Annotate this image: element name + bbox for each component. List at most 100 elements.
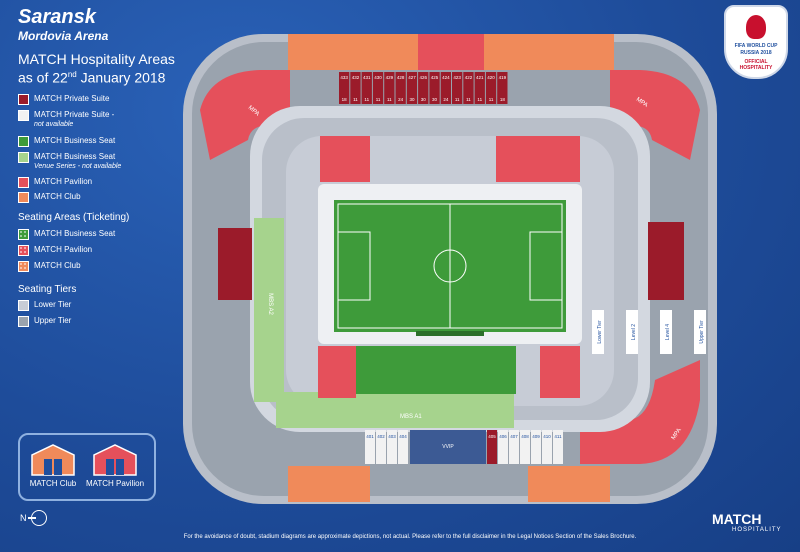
suites-west — [218, 228, 252, 300]
suite-number: 410 — [543, 434, 551, 439]
vvip-box — [410, 430, 486, 464]
vvip-label: VVIP — [442, 444, 454, 450]
level4-text: Level 4 — [665, 324, 671, 340]
pitch-lines — [337, 203, 563, 329]
suite-number: 402 — [377, 434, 385, 439]
suite-box[interactable]: 407 — [509, 430, 519, 464]
suite-box[interactable]: 404 — [398, 430, 408, 464]
club-bottom-right — [528, 466, 610, 502]
heading-sup: nd — [67, 70, 77, 79]
club-bottom-left — [288, 466, 370, 502]
team-benches — [416, 331, 484, 336]
suite-box[interactable]: 409 — [531, 430, 541, 464]
badge-line2: RUSSIA 2018 — [740, 50, 772, 56]
suite-number: 430 — [374, 75, 382, 80]
world-cup-badge: FIFA WORLD CUP RUSSIA 2018 OFFICIAL HOSP… — [724, 5, 788, 79]
suite-box[interactable]: 403 — [387, 430, 397, 464]
suite-number: 423 — [453, 75, 461, 80]
suite-number: 429 — [386, 75, 394, 80]
suite-number: 433 — [340, 75, 348, 80]
tiers-heading: Seating Tiers — [18, 284, 77, 295]
city-title: Saransk — [18, 6, 96, 28]
mbs-a1-area — [276, 392, 514, 428]
badge-line4: HOSPITALITY — [739, 65, 773, 71]
trophy-icon — [746, 15, 766, 39]
suite-box[interactable]: 424 24 — [440, 72, 451, 104]
disclaimer: For the avoidance of doubt, stadium diag… — [183, 534, 637, 540]
legend-ticket-pavilion: MATCH Pavilion — [18, 245, 92, 256]
suite-number: 406 — [499, 434, 507, 439]
suite-number: 405 — [488, 434, 496, 439]
tent-legend-box: MATCH Club MATCH Pavilion — [18, 433, 156, 501]
mbs-a2-label: MBS A2 — [267, 293, 273, 315]
suite-box[interactable]: 405 — [487, 430, 497, 464]
suite-capacity: 30 — [409, 97, 415, 102]
suite-box[interactable]: 408 — [520, 430, 530, 464]
mpa-top-left — [200, 70, 290, 160]
legend-club: MATCH Club — [18, 192, 81, 203]
club-tent-label: MATCH Club — [29, 479, 77, 488]
upper-tier-text: Upper Tier — [699, 320, 705, 344]
pavilion-top-center — [418, 34, 484, 70]
suite-capacity: 24 — [443, 97, 449, 102]
suite-box[interactable]: 427 30 — [406, 72, 418, 104]
top-suites-group: 4331843211431114301142911428244273042630… — [339, 72, 508, 104]
pavilion-nw — [320, 136, 370, 182]
suite-box[interactable]: 430 11 — [372, 72, 384, 104]
suite-capacity: 30 — [432, 97, 438, 102]
suite-capacity: 11 — [364, 97, 369, 102]
suite-capacity: 11 — [455, 97, 460, 102]
club-top-left — [288, 34, 418, 70]
match-logo-sub: HOSPITALITY — [732, 527, 782, 533]
suite-capacity: 11 — [376, 97, 381, 102]
suite-box[interactable]: 411 — [553, 430, 563, 464]
suites-east — [648, 222, 684, 300]
suite-capacity: 30 — [421, 97, 427, 102]
level2-pill — [626, 310, 638, 354]
pavilion-tent-label: MATCH Pavilion — [85, 479, 145, 488]
suite-box[interactable]: 423 11 — [452, 72, 463, 104]
legend-private-suite: MATCH Private Suite — [18, 94, 109, 105]
suite-number: 404 — [399, 434, 407, 439]
suite-box[interactable]: 410 — [542, 430, 552, 464]
ticketing-heading: Seating Areas (Ticketing) — [18, 212, 130, 223]
upper-tier-pill — [694, 310, 706, 354]
business-seat-south — [356, 346, 516, 394]
suite-number: 424 — [442, 75, 450, 80]
legend-business-seat: MATCH Business Seat — [18, 136, 115, 147]
heading-line2-rest: January 2018 — [76, 69, 166, 86]
suite-number: 427 — [408, 75, 416, 80]
legend-ticket-business: MATCH Business Seat — [18, 229, 115, 240]
suite-number: 421 — [476, 75, 484, 80]
heading-line1: MATCH Hospitality Areas — [18, 51, 175, 67]
pavilion-ne — [496, 136, 580, 182]
suite-box[interactable]: 402 — [376, 430, 386, 464]
level4-pill — [660, 310, 672, 354]
suite-number: 428 — [397, 75, 405, 80]
suite-box[interactable]: 401 — [365, 430, 375, 464]
compass-label: N — [20, 513, 27, 523]
match-logo: MATCH — [712, 511, 762, 527]
club-tent-icon — [31, 444, 75, 476]
suite-number: 408 — [521, 434, 529, 439]
suite-box[interactable]: 406 — [498, 430, 508, 464]
suite-number: 432 — [352, 75, 360, 80]
suite-number: 403 — [388, 434, 396, 439]
compass: N — [20, 510, 47, 526]
heading-line2: as of 22 — [18, 69, 68, 86]
legend-pavilion: MATCH Pavilion — [18, 177, 92, 188]
